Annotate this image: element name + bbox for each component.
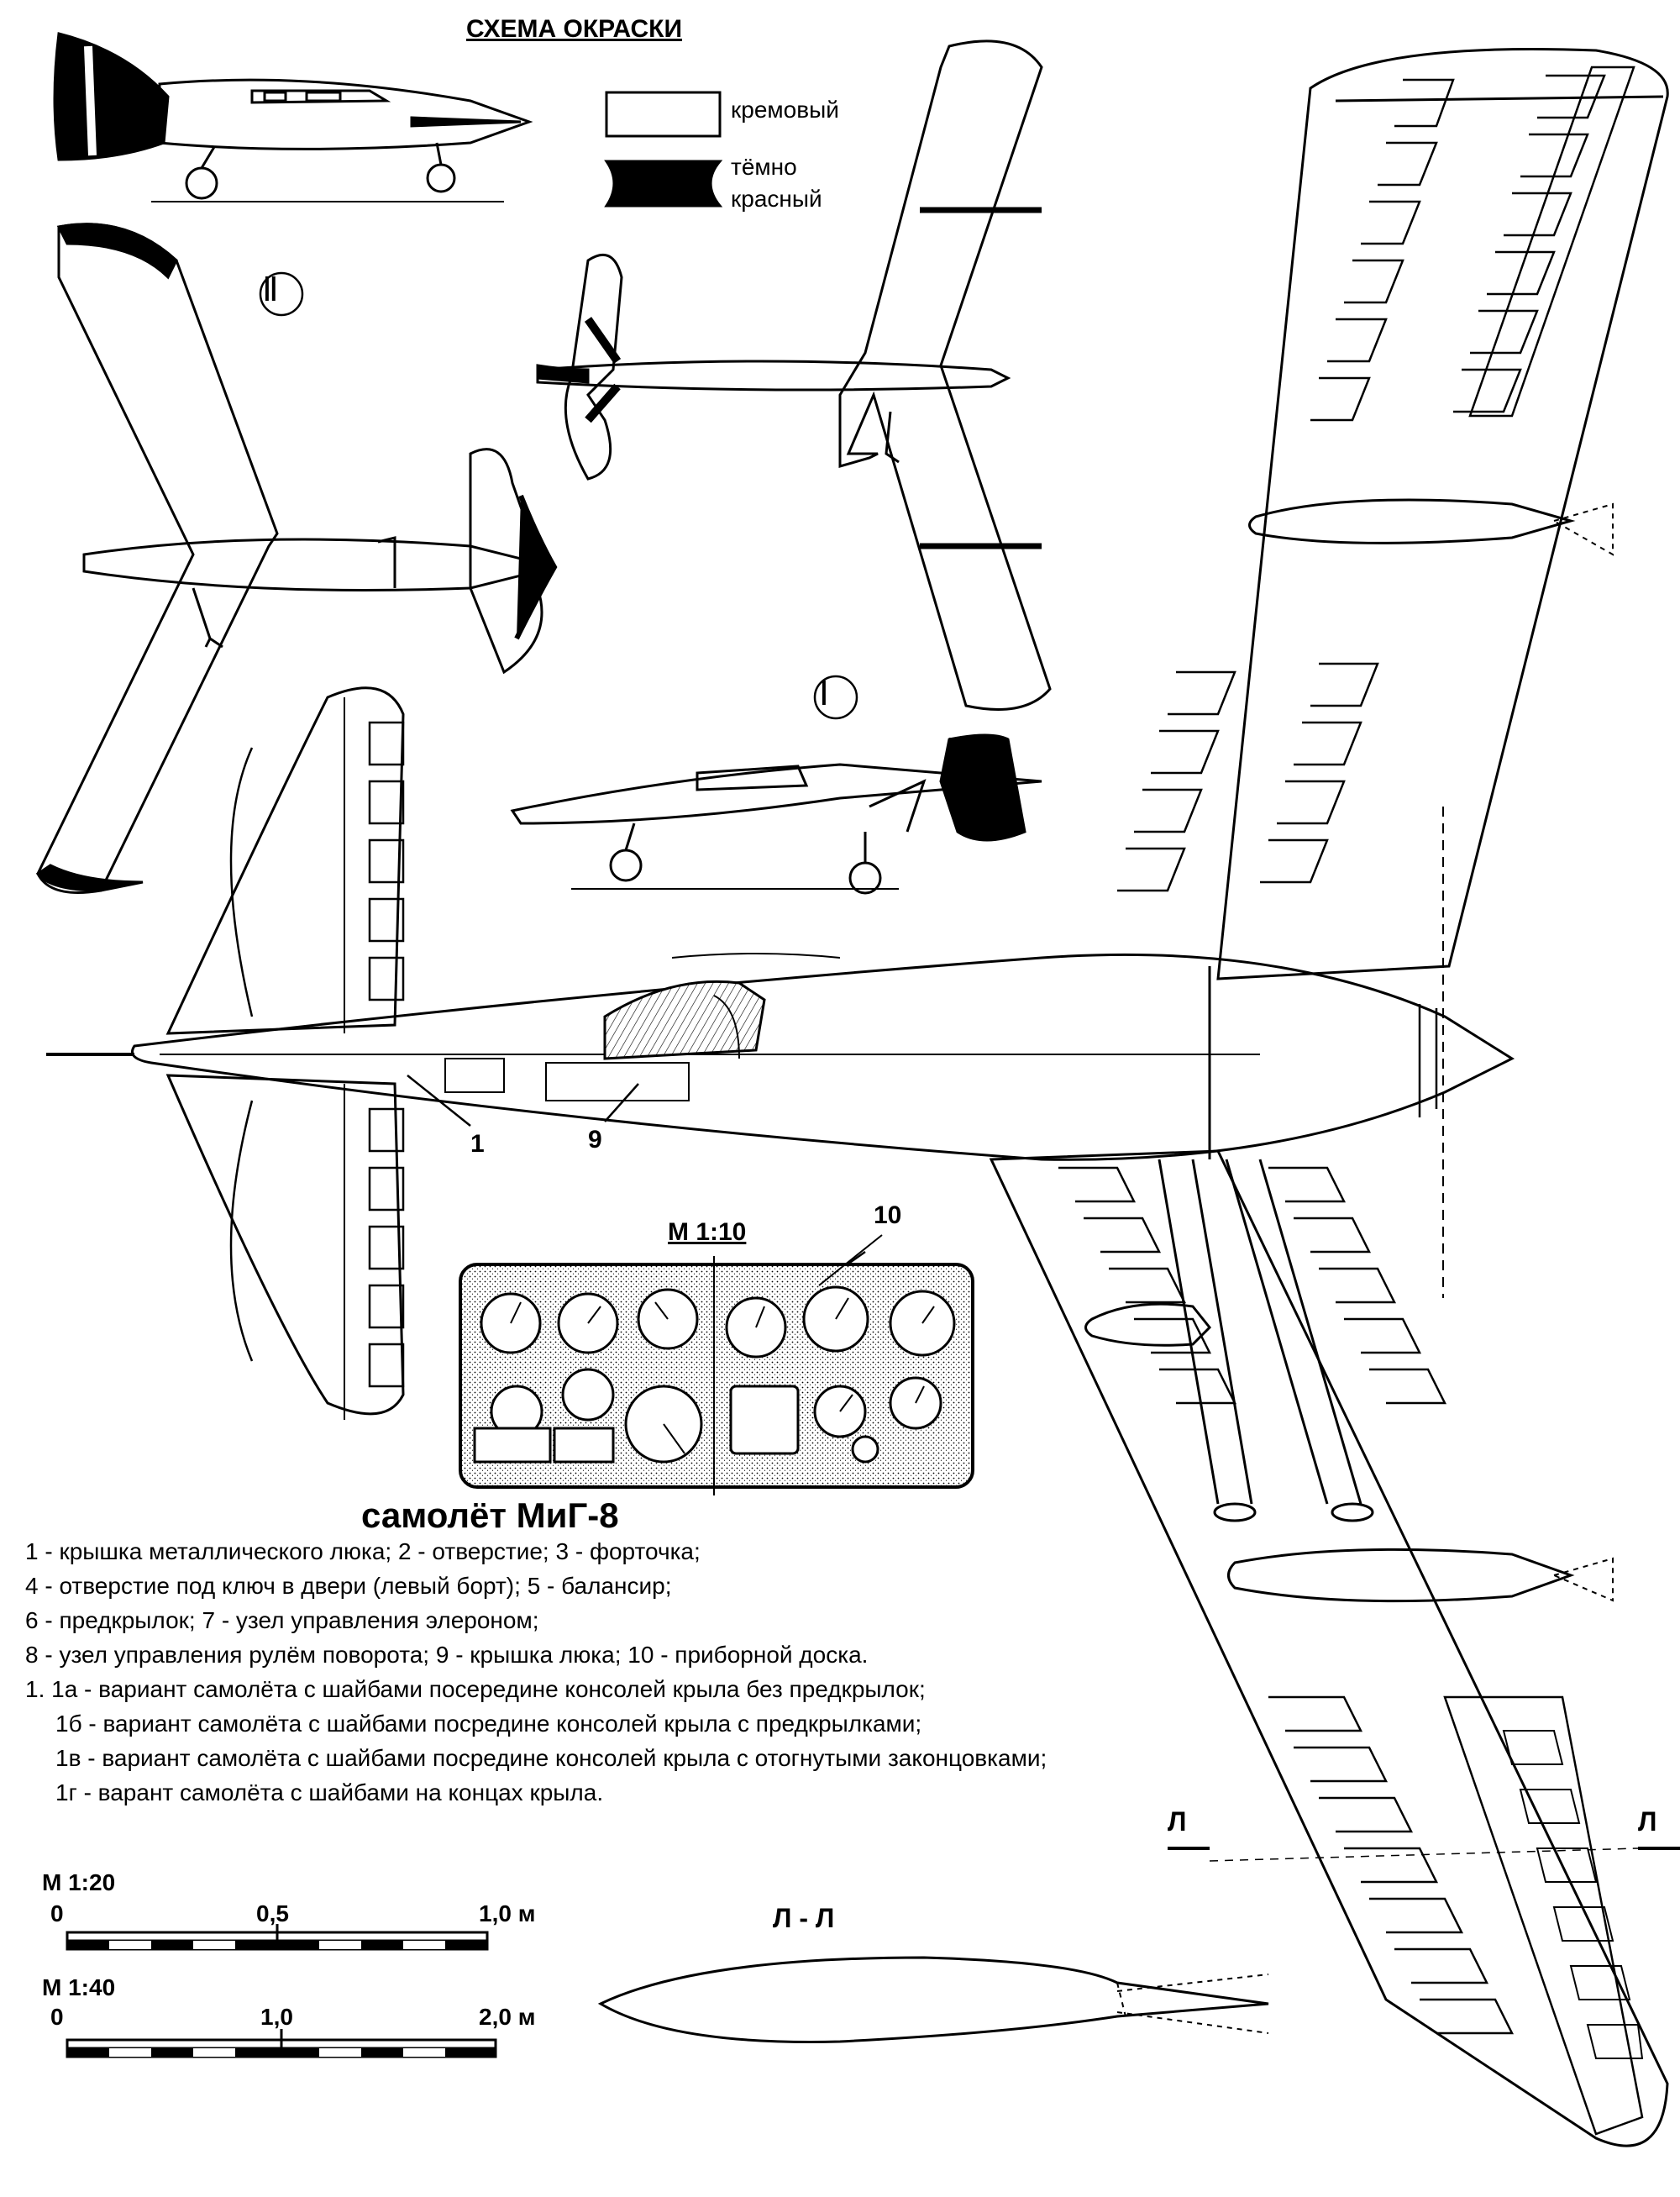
legend-line: 1б - вариант самолёта с шайбами посредин… [55,1711,922,1737]
legend-list: 1 - крышка металлического люка; 2 - отве… [25,1534,1047,1810]
scale-tick: 0 [50,1900,64,1926]
swatch-label-line: кремовый [731,97,839,123]
section-marker-right: Л [1638,1806,1657,1837]
panel-scale: М 1:10 [668,1218,747,1246]
scale-bars [66,1924,497,2058]
view-marker-one: Ⅰ [819,675,829,712]
side-view-one [510,733,1042,895]
callout-1: 1 [470,1130,485,1158]
swatch-cream [605,91,722,138]
section-marker-left: Л [1168,1806,1187,1837]
instrument-panel-drawing [459,1234,974,1495]
top-view-two [35,223,558,894]
swatch-dark-red [604,160,723,208]
scale-title-1-20: М 1:20 [42,1869,116,1895]
main-plan-view [46,47,1680,2147]
scale-tick: 0,5 [256,1900,289,1926]
legend-line: 1г - варант самолёта с шайбами на концах… [55,1779,604,1805]
swatch-label-line: тёмно [731,154,797,180]
airfoil-section [597,1956,1269,2043]
view-marker-two: Ⅱ [262,271,279,308]
legend-line: 6 - предкрылок; 7 - узел управления элер… [25,1607,539,1633]
legend-line: 1 - крышка металлического люка; 2 - отве… [25,1538,701,1564]
aircraft-title: самолёт МиГ-8 [361,1495,619,1535]
top-view-one [536,39,1052,720]
scale-tick: 1,0 м [479,1900,536,1926]
scale-title-1-40: М 1:40 [42,1974,116,2000]
side-view-top [53,32,533,202]
scale-tick: 0 [50,2004,64,2030]
swatch-label-line: красный [731,186,822,212]
swatch-label-cream: кремовый [731,94,839,126]
legend-line: 8 - узел управления рулём поворота; 9 - … [25,1642,869,1668]
section-label: Л - Л [773,1903,835,1933]
legend-line: 4 - отверстие под ключ в двери (левый бо… [25,1573,672,1599]
swatch-label-dark-red: тёмно красный [731,151,822,215]
scale-tick: 1,0 [260,2004,293,2030]
scale-tick: 2,0 м [479,2004,536,2030]
callout-9: 9 [588,1126,602,1154]
legend-line: 1. 1а - вариант самолёта с шайбами посер… [25,1676,926,1702]
callout-10: 10 [874,1201,902,1229]
legend-line: 1в - вариант самолёта с шайбами посредин… [55,1745,1047,1771]
paint-scheme-title: СХЕМА ОКРАСКИ [466,15,683,43]
